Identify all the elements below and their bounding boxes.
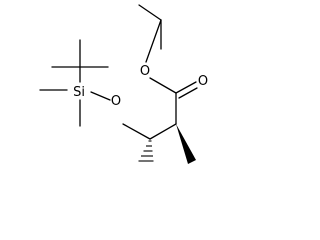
carbonyl-oxygen-label: O — [198, 74, 208, 89]
bond-beta-ether-o — [122, 123, 151, 140]
ester-oxygen-label: O — [140, 64, 150, 79]
bond-ch2-ester-o — [145, 19, 162, 63]
ether-oxygen-label: O — [111, 94, 121, 109]
bond-carbonyl-double-2 — [178, 87, 198, 99]
silicon-label: Si — [73, 85, 85, 100]
bond-ester-o-carbonyl — [149, 77, 177, 94]
bond-ethyl-ch3-ch2 — [138, 4, 162, 21]
bonds — [39, 4, 198, 140]
solid-wedge-alpha-methyl — [176, 124, 196, 164]
molecule-diagram: O O O Si — [0, 0, 211, 181]
structure-svg: O O O Si — [39, 4, 208, 164]
bond-alpha-beta — [149, 123, 177, 140]
hashed-wedge-beta-methyl — [138, 140, 154, 162]
bond-carbonyl-double-1 — [175, 81, 197, 94]
bond-ether-o-si — [90, 91, 111, 101]
